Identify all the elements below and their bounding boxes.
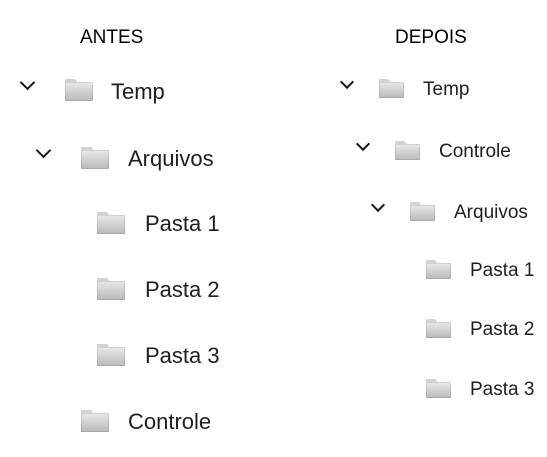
- tree-item-pasta-3-label[interactable]: Pasta 3: [145, 343, 220, 368]
- chevron-down-icon[interactable]: [355, 136, 371, 152]
- folder-icon: [410, 202, 435, 221]
- folder-icon: [97, 212, 125, 234]
- chevron-down-icon[interactable]: [35, 142, 52, 159]
- tree-item-arquivos-label[interactable]: Arquivos: [454, 202, 528, 223]
- tree-item-pasta-2-label[interactable]: Pasta 2: [145, 277, 220, 302]
- tree-item-pasta-2-label[interactable]: Pasta 2: [470, 319, 535, 340]
- tree-item-controle-label[interactable]: Controle: [439, 141, 511, 162]
- folder-icon: [426, 260, 451, 279]
- tree-item-temp-label[interactable]: Temp: [423, 79, 470, 100]
- tree-item-controle-label[interactable]: Controle: [128, 409, 212, 434]
- chevron-down-icon[interactable]: [19, 74, 36, 91]
- tree-item-pasta-3-label[interactable]: Pasta 3: [470, 379, 535, 400]
- folder-icon: [426, 379, 451, 398]
- chevron-down-icon[interactable]: [339, 74, 355, 90]
- tree-item-temp-label[interactable]: Temp: [111, 79, 165, 104]
- folder-icon: [65, 79, 93, 101]
- tree-item-pasta-1-label[interactable]: Pasta 1: [470, 260, 535, 281]
- folder-icon: [97, 278, 125, 300]
- tree-item-pasta-1-label[interactable]: Pasta 1: [145, 211, 220, 236]
- folder-icon: [81, 410, 109, 432]
- folder-icon: [379, 79, 404, 98]
- folder-icon: [81, 147, 109, 169]
- folder-icon: [395, 141, 420, 160]
- before-heading: ANTES: [80, 27, 144, 48]
- chevron-down-icon[interactable]: [370, 197, 386, 213]
- folder-icon: [97, 344, 125, 366]
- after-heading: DEPOIS: [395, 27, 467, 48]
- folder-icon: [426, 319, 451, 338]
- tree-item-arquivos-label[interactable]: Arquivos: [128, 146, 214, 171]
